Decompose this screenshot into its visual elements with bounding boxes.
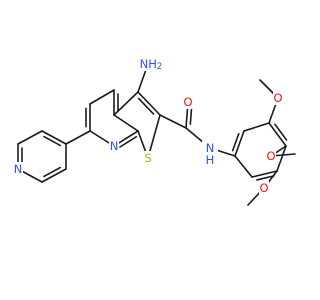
methoxy-oxygen-middle-label: O [266,149,275,163]
bond-s1-c2 [147,114,161,159]
pyridyl-nitrogen-label-text: N [14,162,23,176]
methoxy-oxygen-middle-label-backdrop [266,149,276,163]
amino-group-label-backdrop [140,57,162,71]
methoxy-oxygen-top-label-text: O [273,91,282,105]
bond-ph3-ph4-inner [274,123,288,141]
bond-ph1-ph2-inner [231,132,240,152]
bond-py2-py3 [17,130,43,145]
bond-n7-c7a-inner [119,135,138,148]
bond-c2-c3 [137,91,161,116]
pyridine-ring-nitrogen-label-backdrop [109,139,119,153]
bond-c7a-c3a [113,114,139,132]
bond-py5-py6-inner [43,166,62,178]
carbonyl-oxygen-label-backdrop [183,95,193,109]
bond-c4-c5 [89,89,115,105]
methoxy-oxygen-top-label: O [273,91,282,105]
amide-nitrogen-label: N [206,141,215,155]
amino-group-label-subscript: 2 [157,62,162,72]
amide-nitrogen-label-hydrogen: H [206,153,215,167]
bond-ph1-ph2 [234,130,245,157]
amino-group-label-text: NH [140,57,157,71]
methoxy-oxygen-middle-label-text: O [266,149,275,163]
methoxy-oxygen-bottom-label: O [259,181,268,195]
bond-c6-py1 [65,130,91,145]
methoxy-oxygen-top-label-backdrop [273,91,283,105]
pyridine-ring-nitrogen-label-text: N [110,139,119,153]
bond-camide-o-inner [189,105,193,125]
thiophene-sulfur-label: S [144,151,151,165]
bond-c2-c3-inner [137,97,155,115]
amino-group-label: NH2 [140,57,163,72]
bond-py1-py2 [41,130,67,145]
bond-py5-py6 [41,168,67,183]
bond-c2-camide [159,114,187,129]
amide-nitrogen-label-backdrop [202,141,218,165]
bond-ph5-ph6-inner [256,175,275,181]
bond-py1-py2-inner [43,135,62,147]
bond-ph6-ph1 [234,155,253,178]
carbonyl-oxygen-label: O [183,95,192,109]
pyridyl-nitrogen-label: N [14,162,23,176]
thiophene-sulfur-label-backdrop [143,151,153,165]
bond-ph5-ph6 [251,170,278,178]
amide-nitrogen-label-text: N [206,141,215,155]
thiophene-sulfur-label-text: S [144,151,151,165]
methoxy-oxygen-bottom-label-backdrop [259,181,269,195]
carbonyl-oxygen-label-text: O [183,95,192,109]
bond-ph4-ph5 [276,145,287,172]
pyridine-ring-nitrogen-label: N [110,139,119,153]
methoxy-oxygen-bottom-label-text: O [259,181,268,195]
bond-layer [17,63,296,206]
pyridyl-nitrogen-label-backdrop [13,162,23,176]
bond-ph2-ph3 [243,122,270,132]
bond-ph3-ph4 [268,122,287,147]
